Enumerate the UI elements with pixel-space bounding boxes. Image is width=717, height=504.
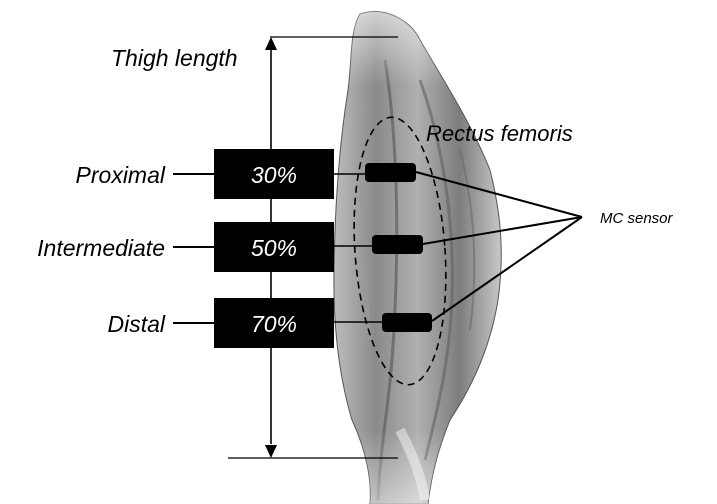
- proximal-label: Proximal: [76, 162, 166, 188]
- intermediate-percent: 50%: [251, 235, 297, 261]
- rectus-femoris-label: Rectus femoris: [426, 121, 573, 146]
- thigh-length-label: Thigh length: [111, 45, 238, 71]
- mc-sensor-proximal: [365, 163, 416, 182]
- intermediate-label: Intermediate: [37, 235, 165, 261]
- mc-sensor-label: MC sensor: [600, 210, 674, 227]
- mc-sensor-distal: [382, 313, 432, 332]
- thigh-muscle-image: [334, 12, 501, 504]
- proximal-percent: 30%: [251, 162, 297, 188]
- mc-sensor-intermediate: [372, 235, 423, 254]
- distal-label: Distal: [107, 311, 165, 337]
- distal-percent: 70%: [251, 311, 297, 337]
